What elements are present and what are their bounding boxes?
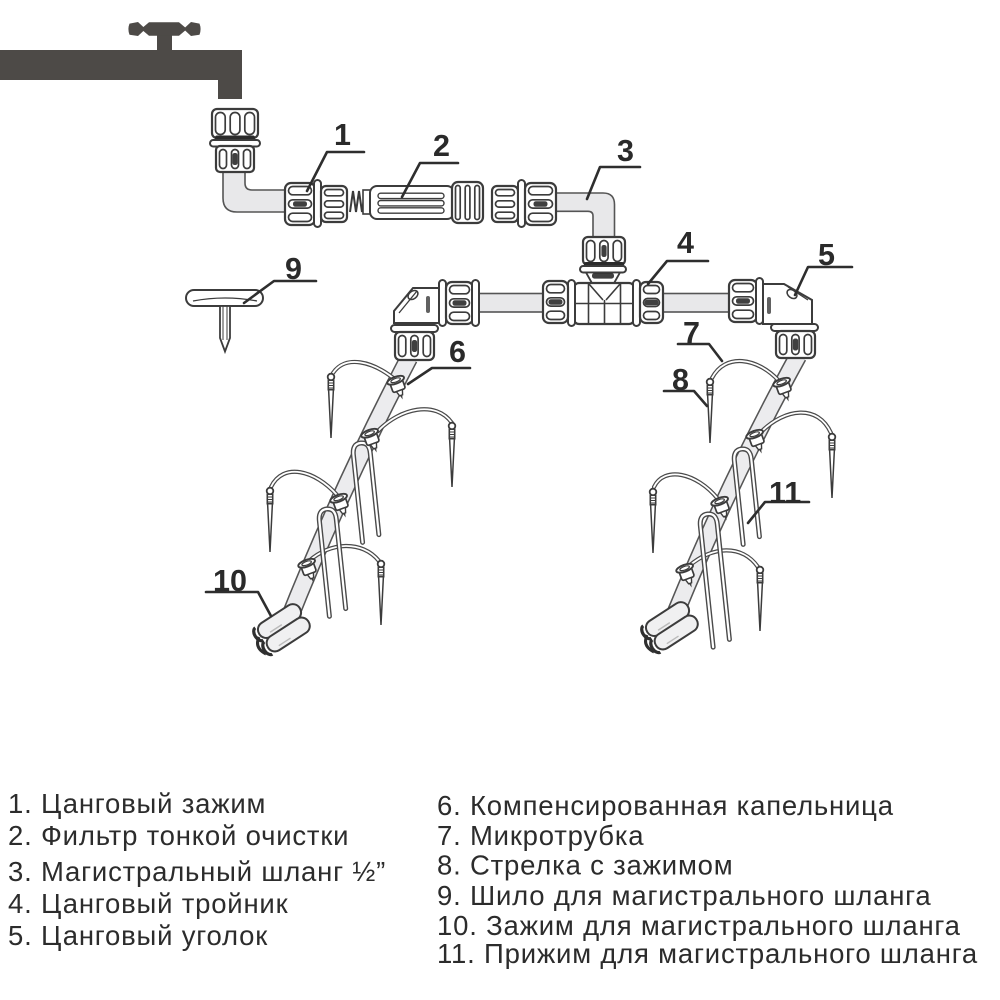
svg-text:5: 5 [818, 238, 835, 272]
svg-text:1. Цанговый зажим: 1. Цанговый зажим [8, 788, 266, 819]
svg-text:6. Компенсированная капельница: 6. Компенсированная капельница [437, 790, 894, 821]
svg-text:2. Фильтр тонкой очистки: 2. Фильтр тонкой очистки [8, 820, 349, 851]
svg-text:7. Микротрубка: 7. Микротрубка [437, 820, 644, 851]
svg-text:9: 9 [285, 252, 302, 286]
svg-text:11: 11 [769, 476, 801, 510]
svg-text:5. Цанговый уголок: 5. Цанговый уголок [8, 920, 268, 951]
svg-text:8: 8 [672, 363, 689, 397]
svg-text:10: 10 [213, 564, 247, 598]
svg-text:9. Шило для магистрального шла: 9. Шило для магистрального шланга [437, 880, 932, 911]
svg-text:10. Зажим для магистрального ш: 10. Зажим для магистрального шланга [437, 910, 961, 941]
svg-text:8. Стрелка с зажимом: 8. Стрелка с зажимом [437, 850, 733, 881]
svg-text:3: 3 [617, 134, 634, 168]
svg-text:4. Цанговый тройник: 4. Цанговый тройник [8, 888, 289, 919]
svg-text:2: 2 [433, 129, 450, 163]
svg-text:1: 1 [334, 118, 351, 152]
svg-text:7: 7 [683, 316, 700, 350]
svg-text:6: 6 [449, 335, 466, 369]
svg-text:11. Прижим для магистрального: 11. Прижим для магистрального шланга [437, 938, 978, 969]
svg-text:3. Магистральный шланг ½”: 3. Магистральный шланг ½” [8, 856, 386, 887]
svg-text:4: 4 [677, 226, 694, 260]
